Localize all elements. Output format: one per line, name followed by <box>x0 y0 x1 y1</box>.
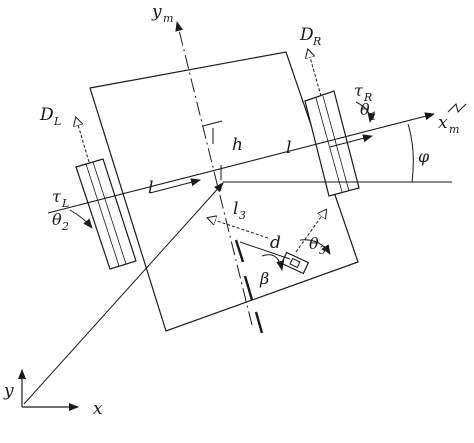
robot-body <box>89 51 359 332</box>
xm-label: x <box>438 113 448 133</box>
dr-label-sub: R <box>312 35 321 48</box>
xm-label-sub: m <box>449 123 459 136</box>
dl-arrow <box>76 118 90 163</box>
world-frame: x y <box>3 369 103 419</box>
tau-l-label: τ <box>52 187 62 206</box>
l-right-label: l <box>286 138 291 158</box>
caster-wheel-hub <box>289 257 301 269</box>
dr-label: D <box>299 25 314 45</box>
tau-r-label-sub: R <box>363 91 372 104</box>
left-wheel-inner-line-2 <box>92 161 127 265</box>
caster-dashed-arrow-up <box>295 210 326 253</box>
tau-l-label-sub: L <box>61 197 69 210</box>
world-x-label: x <box>93 399 103 419</box>
theta2-label: θ <box>52 210 62 229</box>
xm-axis <box>47 112 435 214</box>
xm-arrow-left-half <box>149 178 201 194</box>
theta2-label-sub: 2 <box>61 220 69 233</box>
ym-axis <box>175 21 253 326</box>
theta3-label-sub: 3 <box>319 244 326 257</box>
l-left-label: l <box>148 178 153 198</box>
theta3-arc <box>299 239 331 255</box>
ym-label: y <box>151 2 162 22</box>
l3-label: l <box>233 199 238 219</box>
ym-label-sub: m <box>163 12 173 25</box>
theta3-label: θ <box>309 234 319 253</box>
xm-arrow-right-half <box>329 134 373 148</box>
h-label: h <box>232 135 243 155</box>
right-wheel <box>304 90 360 197</box>
left-wheel <box>75 158 137 270</box>
tau-r-arc-arrow <box>355 101 376 123</box>
dl-label-sub: L <box>53 115 61 128</box>
h-tick-top <box>202 120 223 127</box>
ym-axis-thick-segment-3 <box>254 311 264 334</box>
d-label: d <box>270 233 281 253</box>
left-wheel-inner-line-1 <box>85 163 120 267</box>
ym-axis-thick-segment-2 <box>243 275 254 301</box>
right-wheel-inner-line-2 <box>322 95 350 192</box>
xm-axis-break <box>447 103 467 113</box>
phi-label: φ <box>418 147 430 166</box>
theta1-label: θ <box>360 100 370 119</box>
tau-l-arc-arrow <box>69 209 93 229</box>
beta-label: β <box>259 269 269 288</box>
theta1-label-sub: 1 <box>370 110 377 123</box>
labels: y m x m D R D L τ R θ 1 τ L θ 2 θ 3 φ h … <box>39 2 459 288</box>
phi-arc <box>407 123 414 183</box>
caster-offset-line <box>239 241 291 260</box>
right-wheel-inner-line-1 <box>315 97 343 193</box>
tau-r-label: τ <box>354 81 364 100</box>
caster-dashed-arrow-left <box>208 218 269 239</box>
position-vector <box>23 182 224 405</box>
caster-wheel <box>280 251 310 275</box>
l3-label-sub: 3 <box>239 209 246 222</box>
world-y-label: y <box>3 381 14 401</box>
dr-arrow <box>308 50 322 97</box>
beta-arc <box>261 254 285 271</box>
ym-axis-thick-segment-1 <box>234 239 245 263</box>
dl-label: D <box>39 105 54 125</box>
